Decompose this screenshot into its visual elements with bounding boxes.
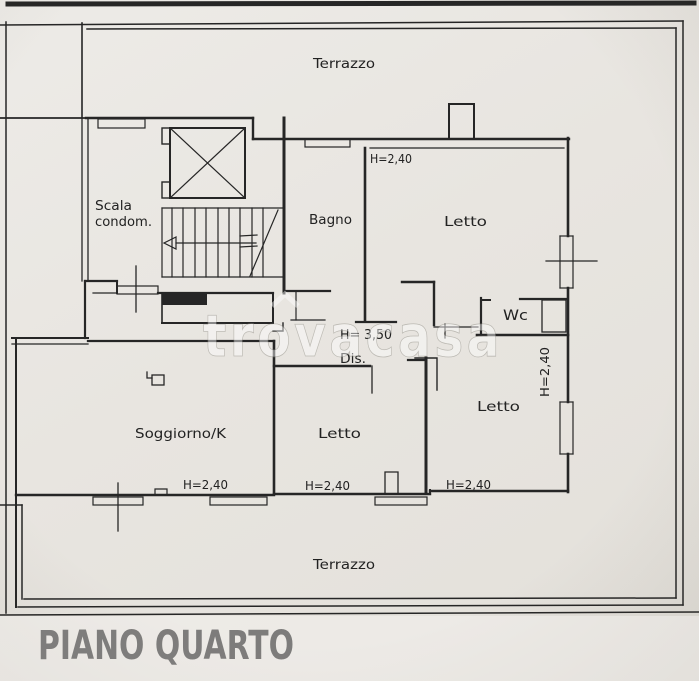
caption-strip	[0, 616, 699, 681]
